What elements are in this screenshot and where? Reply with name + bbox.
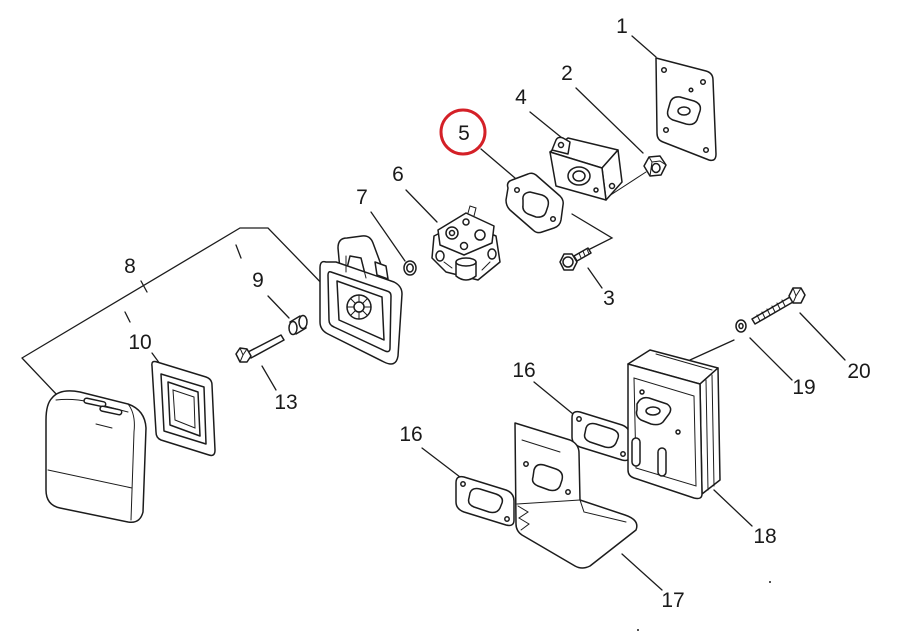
leader-19 bbox=[749, 337, 793, 381]
part-4-block bbox=[549, 136, 623, 201]
callout-9: 9 bbox=[252, 269, 264, 292]
leader-17 bbox=[621, 553, 663, 591]
leader-2 bbox=[575, 87, 644, 154]
part-18-muffler bbox=[627, 349, 721, 500]
part-3-screw bbox=[559, 247, 592, 271]
leader-lines bbox=[21, 35, 846, 591]
scan-specks bbox=[637, 581, 771, 631]
leader-18 bbox=[713, 489, 753, 527]
highlight-circle bbox=[439, 108, 487, 156]
callout-5: 5 bbox=[458, 122, 470, 145]
callout-16-upper: 16 bbox=[512, 359, 535, 382]
leader-8-bracket bbox=[21, 227, 331, 397]
part-8-air-filter-housing bbox=[319, 235, 403, 365]
callout-13: 13 bbox=[274, 391, 297, 414]
leader-9 bbox=[267, 295, 290, 319]
part-17-heat-shield bbox=[514, 422, 638, 569]
leader-16-upper bbox=[533, 381, 574, 415]
leader-2-to-4 bbox=[605, 171, 647, 199]
callout-17: 17 bbox=[661, 589, 684, 612]
callout-10: 10 bbox=[128, 331, 151, 354]
leader-13 bbox=[261, 365, 277, 391]
callout-8: 8 bbox=[124, 255, 136, 278]
leader-19-to-18 bbox=[689, 339, 735, 361]
part-10-filter-element bbox=[151, 360, 216, 457]
callout-16-lower: 16 bbox=[399, 423, 422, 446]
leader-6 bbox=[405, 189, 438, 223]
callout-3: 3 bbox=[603, 287, 615, 310]
part-19-washer bbox=[735, 319, 747, 333]
part-6-carburetor bbox=[431, 205, 501, 281]
leader-3-bracket bbox=[571, 213, 614, 251]
callout-6: 6 bbox=[392, 163, 404, 186]
leader-20 bbox=[799, 312, 846, 361]
leader-1 bbox=[631, 35, 657, 58]
part-16-gasket-lower bbox=[455, 475, 515, 527]
part-2-nut bbox=[643, 155, 667, 177]
callout-2: 2 bbox=[561, 62, 573, 85]
part-20-bolt bbox=[751, 287, 806, 325]
callout-18: 18 bbox=[753, 525, 776, 548]
part-5-gasket bbox=[505, 172, 564, 234]
callout-1: 1 bbox=[616, 15, 628, 38]
part-7-o-ring bbox=[403, 260, 417, 276]
callout-19: 19 bbox=[792, 376, 815, 399]
callout-7: 7 bbox=[356, 186, 368, 209]
callout-4: 4 bbox=[515, 86, 527, 109]
leader-3 bbox=[587, 267, 603, 289]
part-8-air-filter-cover bbox=[45, 390, 147, 524]
leader-16-lower bbox=[421, 447, 461, 478]
part-13-bolt bbox=[235, 334, 285, 363]
part-16-gasket-upper bbox=[571, 410, 631, 462]
callout-labels: 1 2 3 4 5 6 7 8 9 10 13 16 16 17 18 19 2… bbox=[124, 15, 871, 612]
leader-7 bbox=[370, 211, 406, 262]
part-9-spacer bbox=[288, 314, 308, 336]
part-1-gasket bbox=[655, 57, 717, 162]
leader-5 bbox=[480, 148, 516, 179]
callout-20: 20 bbox=[847, 360, 870, 383]
